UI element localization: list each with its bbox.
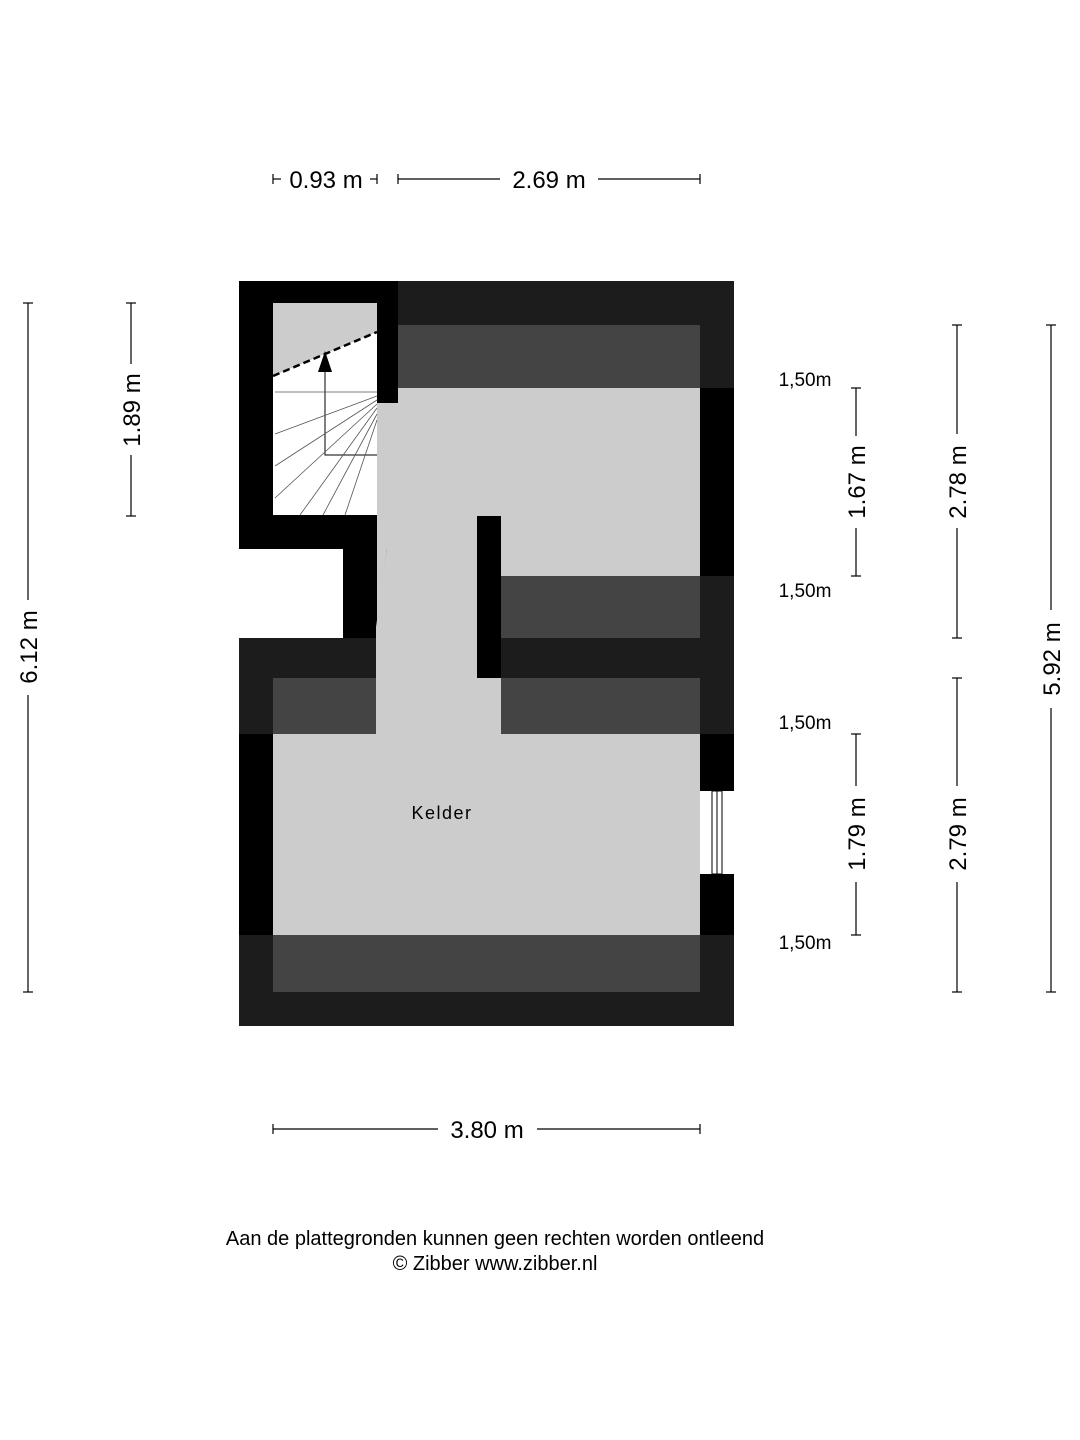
footer-disclaimer: Aan de plattegronden kunnen geen rechten… [225, 1228, 765, 1250]
ceiling-height-label: 1,50m [779, 713, 832, 734]
dimension-lines: 0.93 m 2.69 m 3.80 m 6.12 m 1.89 m 1.67 … [16, 167, 1066, 1144]
sloped-zone-top [398, 325, 700, 388]
ceiling-height-labels: 1,50m 1,50m 1,50m 1,50m [779, 370, 832, 954]
plan-structure [239, 281, 734, 1026]
dim-top-left: 0.93 m [289, 167, 362, 194]
wall-bottom-edge [239, 992, 734, 1026]
floor-corridor [376, 388, 700, 734]
dim-right-outer: 5.92 m [1039, 622, 1066, 695]
wall-right-low-a [700, 281, 734, 388]
sloped-zone-bottom [273, 935, 700, 992]
sloped-zone-mid-right-a [501, 576, 700, 638]
wall-partition [477, 516, 501, 678]
footer-copyright: © Zibber www.zibber.nl [392, 1253, 598, 1275]
ceiling-height-label: 1,50m [779, 370, 832, 391]
room-label-kelder: Kelder [411, 803, 472, 823]
dim-right-mid-top: 2.78 m [945, 445, 972, 518]
wall-right-lower-b [700, 874, 734, 935]
notch-slant [377, 516, 387, 627]
dim-left-inner: 1.89 m [119, 373, 146, 446]
sloped-zone-mid-left [273, 678, 376, 734]
sloped-zone-mid-right-b [501, 678, 700, 734]
dim-bottom: 3.80 m [450, 1117, 523, 1144]
wall-mid-band [501, 638, 734, 678]
dim-right-inner-top: 1.67 m [844, 445, 871, 518]
stair-upper-shade [273, 303, 377, 376]
dim-right-mid-bottom: 2.79 m [945, 797, 972, 870]
floor-kelder [273, 734, 700, 935]
dim-top-right: 2.69 m [512, 167, 585, 194]
ceiling-height-label: 1,50m [779, 933, 832, 954]
dim-right-inner-bottom: 1.79 m [844, 797, 871, 870]
stair-up-arrow-icon [318, 351, 332, 372]
staircase [272, 330, 378, 516]
ceiling-height-label: 1,50m [779, 581, 832, 602]
wall-right-lower-a [700, 734, 734, 791]
dim-left-outer: 6.12 m [16, 610, 43, 683]
wall-stair-right [377, 281, 398, 403]
